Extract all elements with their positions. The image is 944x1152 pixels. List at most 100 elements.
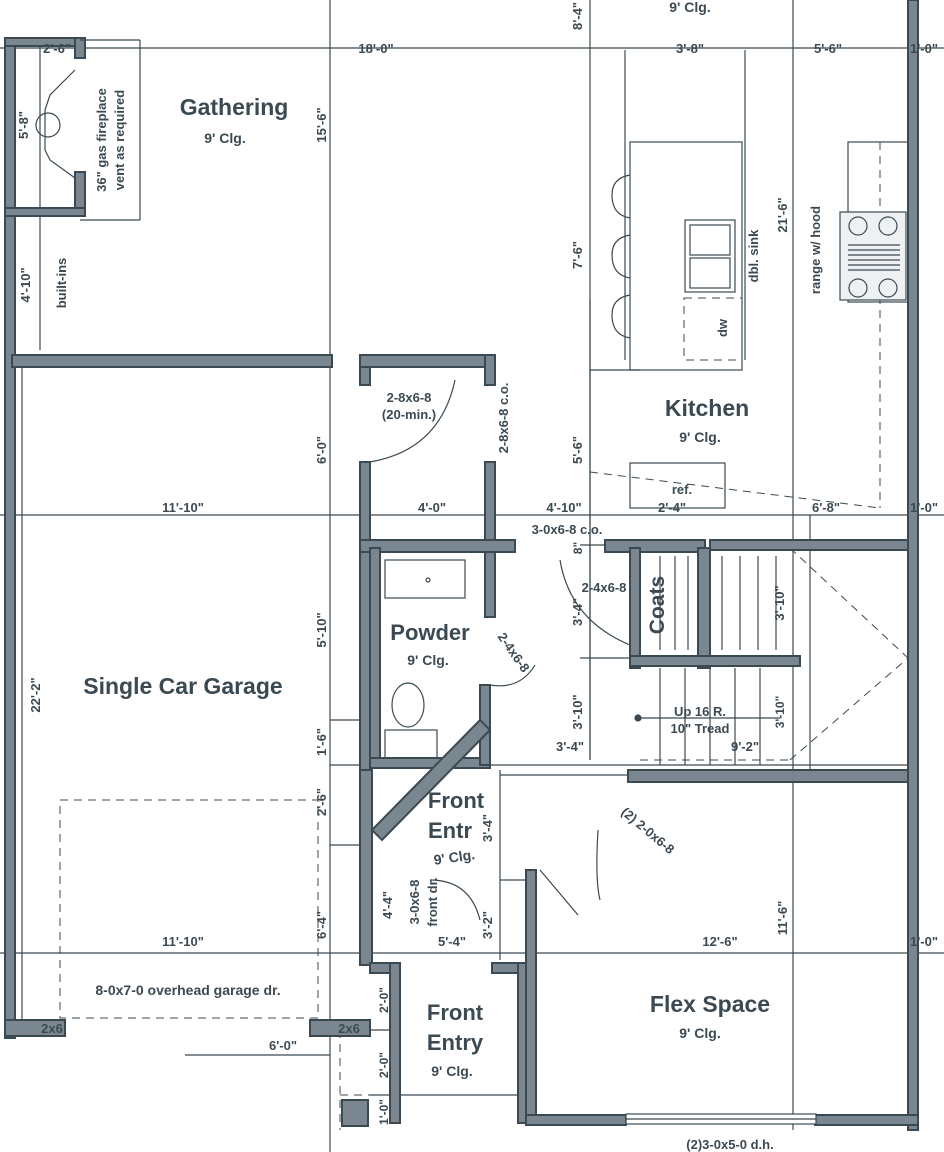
- dim-5-10: 5'-10": [314, 612, 329, 647]
- dimension-labels: 2'-6" 18'-0" 3'-8" 5'-6" 1'-0" 8'-4" 5'-…: [16, 2, 938, 1125]
- vanity: [384, 559, 466, 599]
- powder-ceiling: 9' Clg.: [407, 652, 448, 668]
- dim-8-4: 8'-4": [570, 2, 585, 30]
- front-door-note-1: 3-0x6-8: [407, 880, 422, 925]
- dim-2-4: 2'-4": [658, 500, 686, 515]
- dim-8-inch: 8": [571, 542, 585, 554]
- room-flex-space: Flex Space: [650, 991, 770, 1017]
- room-front-entry-line2: Entry: [427, 1030, 484, 1055]
- dim-5-6-kitchen: 5'-6": [570, 436, 585, 464]
- closet-door-note-horizontal: 3-0x6-8 c.o.: [532, 522, 603, 537]
- dw-note: dw: [715, 318, 730, 337]
- kitchen-ceiling: 9' Clg.: [679, 429, 720, 445]
- powder-side-door-note: 2-4x6-8: [495, 630, 533, 675]
- dim-3-8: 3'-8": [676, 41, 704, 56]
- dim-1-0-a: 1'-0": [910, 41, 938, 56]
- wall-2x6-right: 2x6: [338, 1021, 360, 1036]
- powder-door-note-1: 2-8x6-8: [387, 390, 432, 405]
- toilet: [384, 682, 438, 759]
- dbl-sink-note: dbl. sink: [746, 229, 761, 283]
- dim-11-10-a: 11'-10": [162, 500, 204, 515]
- range-note: range w/ hood: [808, 206, 823, 294]
- dim-4-10-mid: 4'-10": [546, 500, 581, 515]
- dim-1-0-d: 1'-0": [377, 1099, 391, 1125]
- island: [611, 141, 743, 371]
- room-gathering: Gathering: [180, 94, 289, 120]
- dim-11-10-b: 11'-10": [162, 934, 204, 949]
- dim-3-4-coats: 3'-4": [570, 598, 585, 626]
- walls: [4, 0, 919, 1131]
- dim-4-0: 4'-0": [418, 500, 446, 515]
- dim-3-10-powder: 3'-10": [570, 694, 585, 729]
- fireplace-note-2: vent as required: [112, 90, 127, 190]
- front-entr-ceiling: 9' Clg.: [433, 846, 476, 868]
- room-coats: Coats: [646, 576, 669, 634]
- dim-6-0-bottom: 6'-0": [269, 1038, 297, 1053]
- dim-1-0-b: 1'-0": [910, 500, 938, 515]
- fireplace: [35, 39, 141, 221]
- dim-5-6-top: 5'-6": [814, 41, 842, 56]
- dim-1-6: 1'-6": [314, 728, 329, 756]
- refrigerator: [629, 462, 726, 509]
- fireplace-note-1: 36" gas fireplace: [94, 88, 109, 192]
- dim-3-4-entry: 3'-4": [556, 739, 584, 754]
- powder-door-note-2: (20-min.): [382, 407, 436, 422]
- ref-note: ref.: [672, 482, 692, 497]
- dim-12-6: 12'-6": [702, 934, 737, 949]
- dim-2-0-b: 2'-0": [377, 1052, 391, 1078]
- dishwasher: [683, 297, 743, 361]
- dim-7-6: 7'-6": [570, 241, 585, 269]
- flex-ceiling: 9' Clg.: [679, 1025, 720, 1041]
- wall-2x6-left: 2x6: [41, 1021, 63, 1036]
- room-front-entry-line1: Front: [427, 1000, 484, 1025]
- window-note: (2)3-0x5-0 d.h.: [686, 1137, 773, 1152]
- dim-3-4-front-entr: 3'-4": [480, 814, 495, 842]
- dim-6-0-left: 6'-0": [314, 436, 329, 464]
- plan-notes: 36" gas fireplace vent as required built…: [41, 88, 823, 1152]
- dim-11-6: 11'-6": [775, 901, 790, 936]
- door-swings: [369, 379, 631, 921]
- dim-4-4: 4'-4": [380, 891, 395, 919]
- dim-1-0-c: 1'-0": [910, 934, 938, 949]
- dim-21-6: 21'-6": [775, 197, 790, 232]
- room-garage: Single Car Garage: [83, 673, 282, 699]
- top-ceiling: 9' Clg.: [669, 0, 710, 15]
- dim-3-10-stair: 3'-10": [772, 585, 787, 620]
- dim-18-0: 18'-0": [358, 41, 393, 56]
- built-ins-note: built-ins: [54, 258, 69, 309]
- dim-6-8: 6'-8": [812, 500, 840, 515]
- closet-door-note-vertical: 2-8x6-8 c.o.: [496, 383, 511, 454]
- dim-4-10-left: 4'-10": [18, 267, 33, 302]
- dim-2-0-a: 2'-0": [377, 987, 391, 1013]
- front-door-note-2: front dr.: [425, 877, 440, 926]
- range: [839, 141, 909, 303]
- dim-5-8: 5'-8": [16, 111, 31, 139]
- dim-15-6: 15'-6": [314, 107, 329, 142]
- front-entry-ceiling: 9' Clg.: [431, 1063, 472, 1079]
- dim-2-6-left: 2'-6": [314, 788, 329, 816]
- gathering-ceiling: 9' Clg.: [204, 130, 245, 146]
- dim-3-10-small: 3'-10": [773, 696, 787, 729]
- garage-door-note: 8-0x7-0 overhead garage dr.: [95, 982, 280, 998]
- dashed-outlines: [59, 142, 909, 1130]
- stairs: [634, 556, 780, 765]
- dim-9-2: 9'-2": [731, 739, 759, 754]
- window-sill: [625, 1113, 817, 1125]
- dim-2-6-top: 2'-6": [43, 41, 71, 56]
- room-front-entr-line1: Front: [428, 788, 485, 813]
- room-labels: Gathering 9' Clg. Kitchen 9' Clg. 9' Clg…: [83, 0, 770, 1079]
- sink: [684, 219, 736, 293]
- flex-door-note: (2) 2-0x6-8: [618, 804, 677, 857]
- dim-5-4: 5'-4": [438, 934, 466, 949]
- stairs-note-1: Up 16 R.: [674, 704, 726, 719]
- stairs-note-2: 10" Tread: [671, 721, 730, 736]
- room-kitchen: Kitchen: [665, 395, 749, 421]
- dim-3-2: 3'-2": [480, 911, 495, 939]
- room-powder: Powder: [390, 620, 470, 645]
- dim-22-2: 22'-2": [28, 677, 43, 712]
- coats-door-note: 2-4x6-8: [582, 580, 627, 595]
- dim-6-4: 6'-4": [314, 911, 329, 939]
- room-front-entr-line2: Entr: [428, 818, 472, 843]
